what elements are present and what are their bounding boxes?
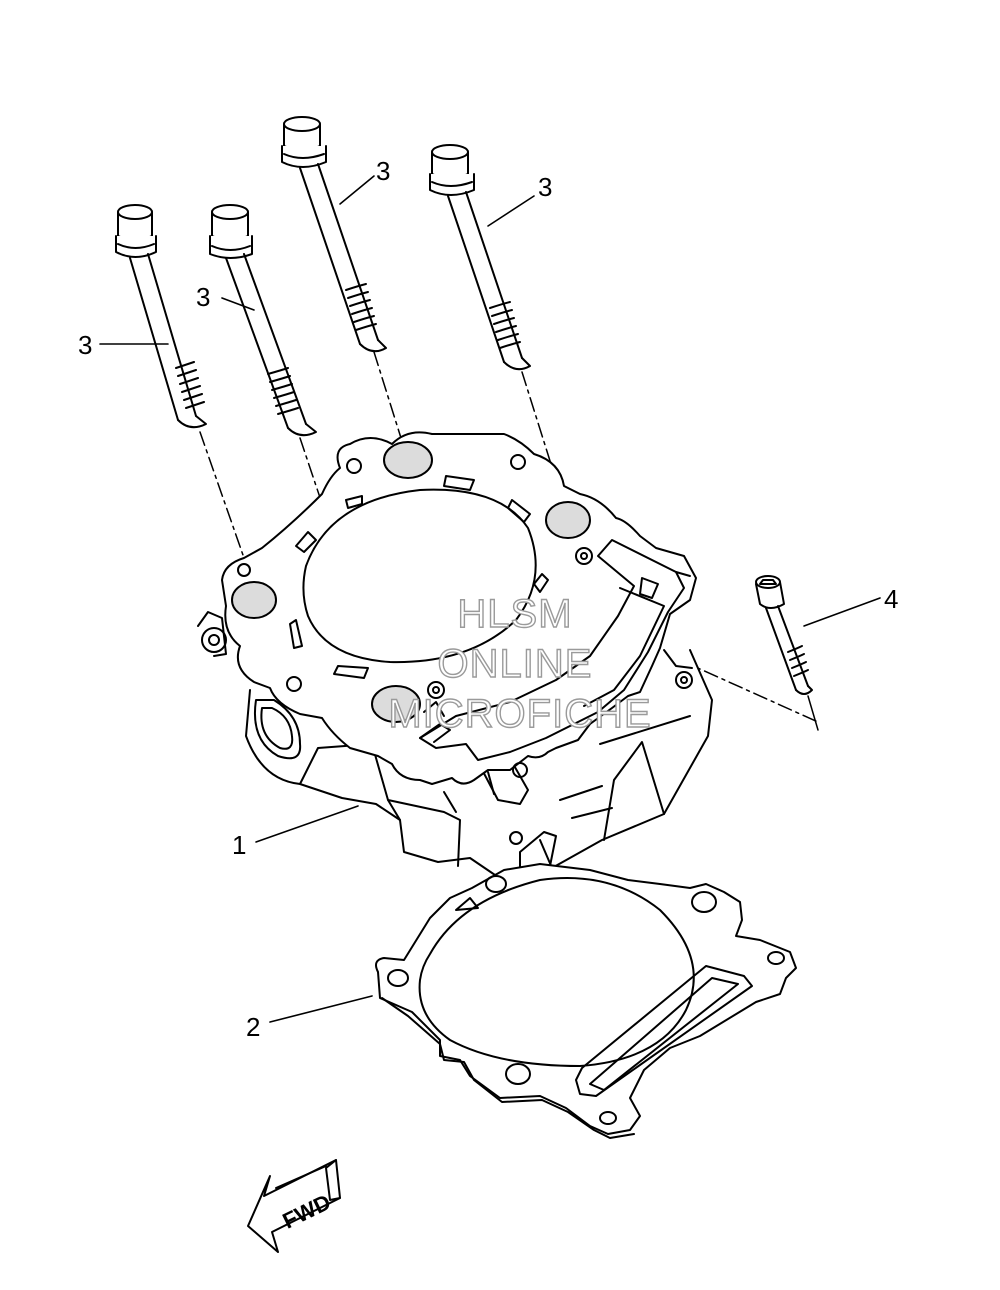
watermark-line3: MICROFICHE bbox=[388, 692, 652, 736]
bolt-4 bbox=[755, 575, 813, 695]
callout-2: 2 bbox=[246, 1012, 261, 1042]
watermark-line2: ONLINE bbox=[437, 642, 593, 686]
bolt-3-third bbox=[281, 116, 387, 353]
bolt-3-second bbox=[209, 204, 317, 437]
callout-1: 1 bbox=[232, 830, 247, 860]
callout-3-second: 3 bbox=[196, 282, 211, 312]
callout-3-left: 3 bbox=[78, 330, 93, 360]
bolt-3-left bbox=[115, 204, 207, 429]
callout-4: 4 bbox=[884, 584, 899, 614]
leader-lines bbox=[99, 175, 881, 1023]
watermark-line1: HLSM bbox=[457, 592, 573, 636]
bolt-4-guide bbox=[807, 695, 819, 731]
cylinder bbox=[197, 431, 713, 893]
bolt-3-right bbox=[429, 144, 531, 371]
callout-3-third: 3 bbox=[376, 156, 391, 186]
gasket bbox=[375, 863, 797, 1139]
fwd-arrow: FWD bbox=[247, 1159, 341, 1253]
callout-3-right: 3 bbox=[538, 172, 553, 202]
